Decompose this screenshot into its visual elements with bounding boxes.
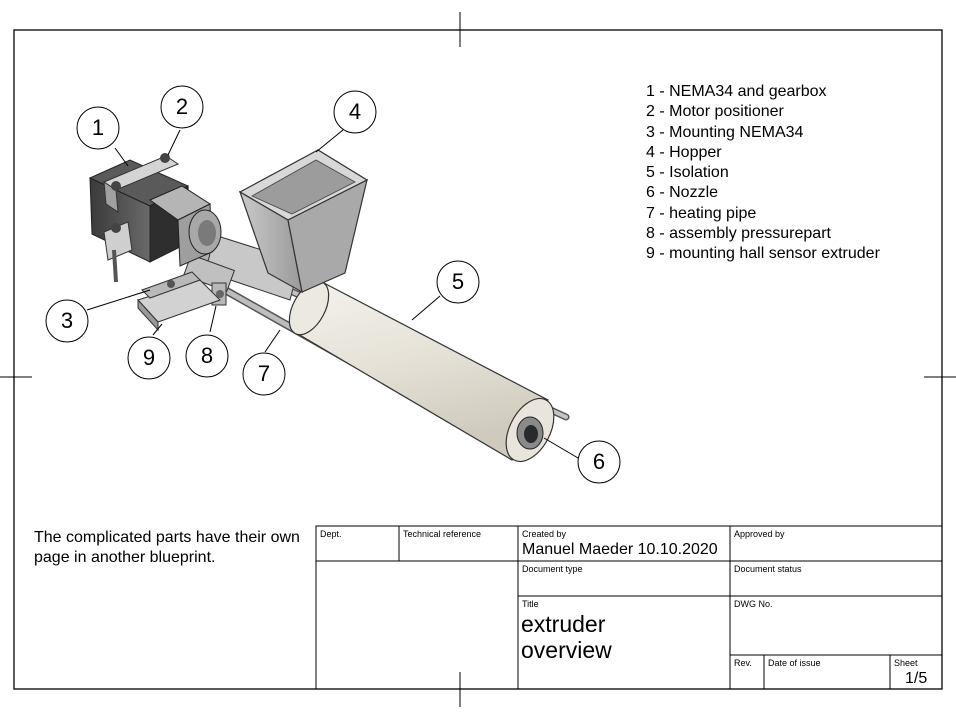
title-label: Title — [522, 599, 539, 609]
callout-7: 7 — [257, 361, 271, 386]
extruder-assembly — [88, 149, 570, 463]
callout-6: 6 — [592, 449, 606, 474]
document-status-label: Document status — [734, 564, 802, 574]
callout-circle-9 — [127, 336, 171, 380]
callout-circle-2 — [160, 85, 204, 129]
drawing-note: The complicated parts have their own pag… — [34, 529, 300, 566]
created-by-label: Created by — [522, 529, 567, 539]
callout-circle-3 — [45, 299, 89, 343]
legend-item: 5 - Isolation — [646, 164, 729, 182]
hopper — [238, 149, 369, 294]
legend-item: 2 - Motor positioner — [646, 103, 784, 121]
legend-item: 4 - Hopper — [646, 143, 722, 161]
callout-circles — [45, 85, 621, 484]
created-by-value: Manuel Maeder 10.10.2020 — [522, 541, 718, 558]
callout-1: 1 — [91, 115, 105, 140]
document-type-label: Document type — [522, 564, 583, 574]
legend-item: 7 - heating pipe — [646, 204, 757, 222]
callout-2: 2 — [175, 94, 189, 119]
sheet-label: Sheet — [894, 658, 918, 668]
drawing-title: extruder overview — [521, 611, 612, 663]
legend-item: 1 - NEMA34 and gearbox — [646, 83, 827, 100]
legend-item: 8 - assembly pressurepart — [646, 225, 831, 243]
technical-reference-label: Technical reference — [403, 529, 482, 539]
sheet-value: 1/5 — [905, 670, 928, 687]
callout-circle-8 — [185, 334, 229, 378]
callout-3: 3 — [60, 308, 74, 333]
legend-item: 3 - Mounting NEMA34 — [646, 123, 804, 141]
date-of-issue-label: Date of issue — [768, 658, 821, 668]
parts-legend: 1 - NEMA34 and gearbox 2 - Motor positio… — [646, 82, 880, 265]
callout-9: 9 — [142, 345, 156, 370]
nema34-motor — [88, 159, 222, 267]
center-marks — [0, 12, 956, 707]
legend-item: 9 - mounting hall sensor extruder — [646, 245, 880, 263]
callout-circle-1 — [76, 106, 120, 150]
title-line-1: extruder — [521, 611, 606, 637]
motor-positioner — [102, 153, 180, 283]
callout-circle-7 — [242, 352, 286, 396]
nozzle — [516, 416, 544, 450]
leader-lines — [86, 129, 579, 459]
callout-8: 8 — [200, 343, 214, 368]
callout-circle-5 — [436, 260, 480, 304]
title-block-grid — [315, 525, 943, 690]
pressure-part — [182, 254, 236, 306]
callout-circle-6 — [577, 440, 621, 484]
callout-circle-4 — [333, 90, 377, 134]
title-line-2: overview — [521, 637, 612, 663]
dwg-no-label: DWG No. — [734, 599, 773, 609]
callout-5: 5 — [451, 269, 465, 294]
approved-by-label: Approved by — [734, 529, 785, 539]
legend-item: 6 - Nozzle — [646, 184, 719, 202]
rev-label: Rev. — [734, 658, 752, 668]
motor-mount-profile — [137, 271, 221, 332]
callout-4: 4 — [348, 99, 362, 124]
dept-label: Dept. — [320, 529, 342, 539]
